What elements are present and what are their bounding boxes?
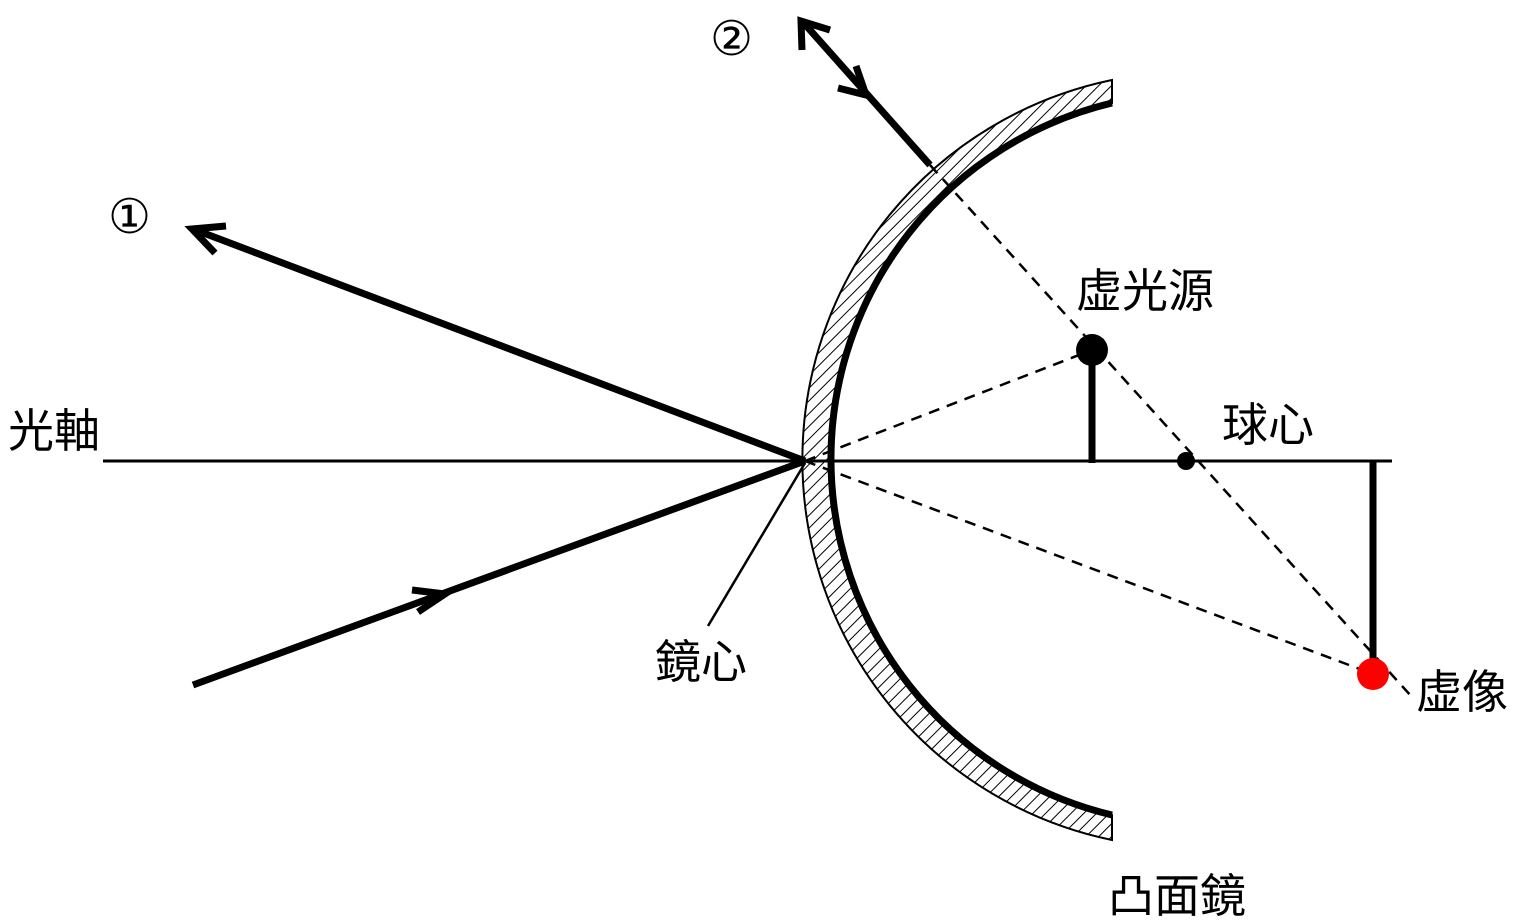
reflected-ray-1	[191, 225, 807, 465]
label-ray1: ①	[108, 189, 151, 245]
sphere-center-dot	[1177, 452, 1195, 470]
ray1-arrowhead-icon	[184, 222, 227, 256]
label-convex-mirror: 凸面鏡	[1108, 869, 1246, 923]
ray2-arrow-icon	[837, 64, 872, 100]
dashed-line-to-virtual-image	[804, 459, 1374, 676]
mirror-center-pointer	[706, 462, 807, 627]
ray2-arrowhead-icon	[797, 16, 832, 51]
incident-ray-arrow-icon	[411, 586, 455, 615]
virtual-image-dot	[1357, 658, 1389, 690]
mirror-reflective-surface	[827, 99, 1113, 819]
dashed-line-to-virtual-source	[804, 348, 1093, 463]
label-mirror-center: 鏡心	[655, 635, 747, 689]
label-optical-axis: 光軸	[8, 404, 100, 458]
label-ray2: ②	[710, 11, 753, 67]
label-virtual-source: 虚光源	[1076, 264, 1214, 318]
dashed-line-ray2-extension	[929, 164, 1413, 698]
label-sphere-center: 球心	[1222, 398, 1314, 452]
incident-ray	[191, 457, 807, 689]
virtual-source-dot	[1076, 334, 1108, 366]
label-virtual-image: 虚像	[1416, 665, 1508, 719]
